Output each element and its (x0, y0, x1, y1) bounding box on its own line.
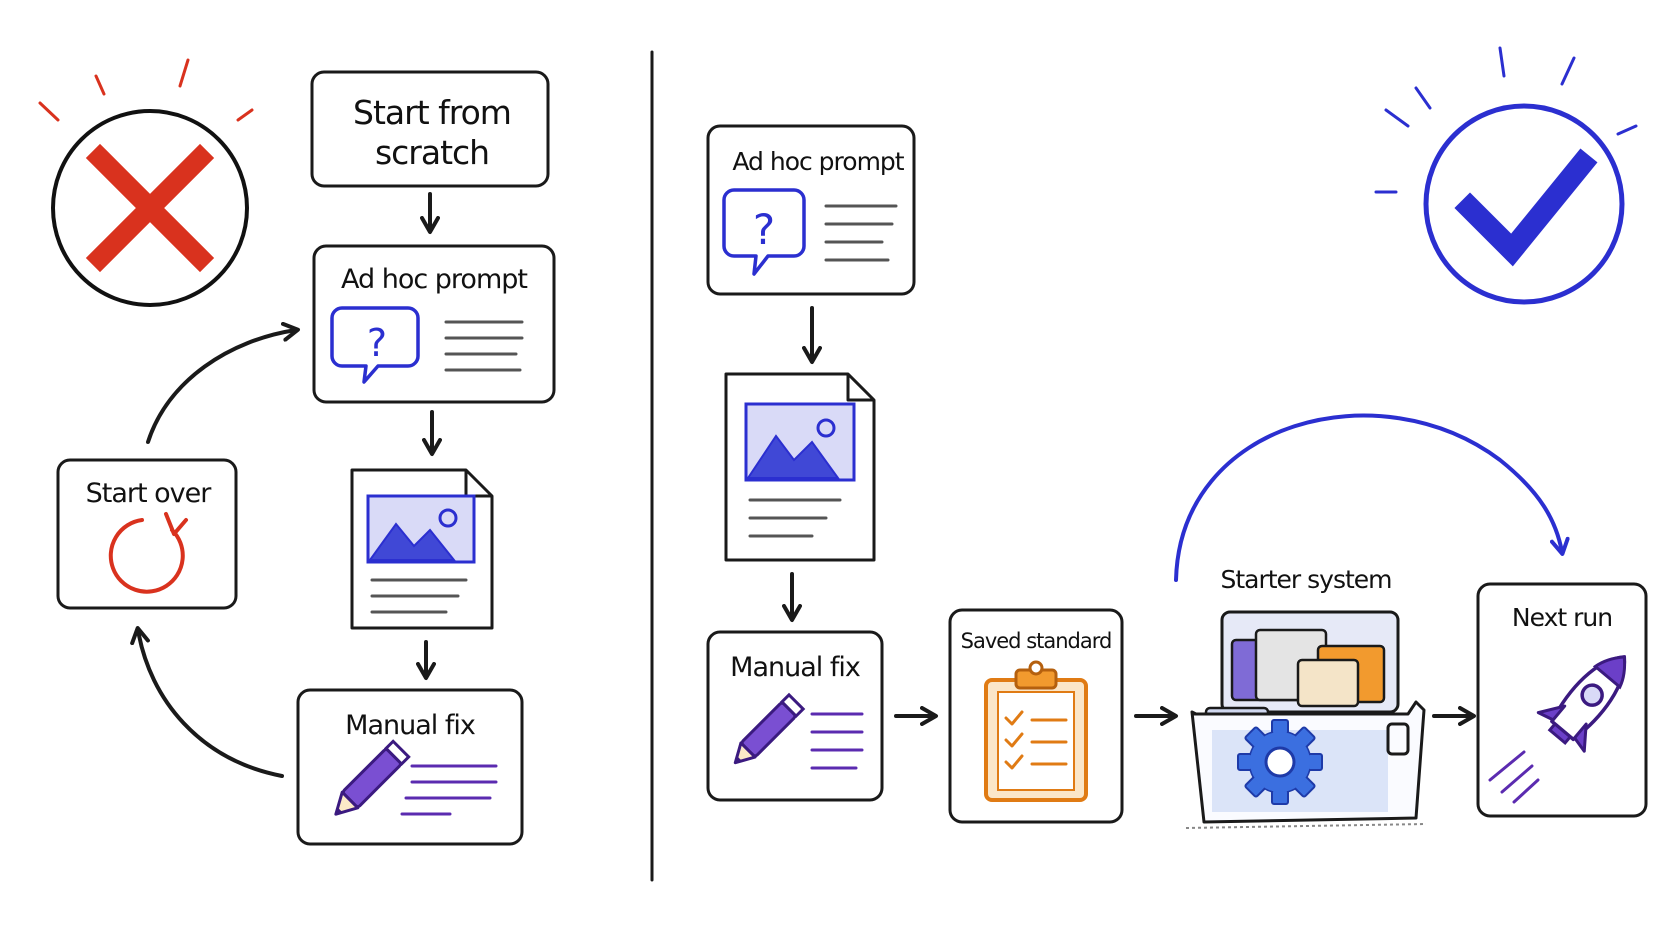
start-from-scratch-label-2: scratch (375, 133, 489, 172)
left-image-document-icon (350, 468, 494, 630)
left-ad-hoc-prompt-label: Ad hoc prompt (341, 264, 527, 295)
right-ad-hoc-prompt-label: Ad hoc prompt (732, 147, 904, 176)
pencil-icon (334, 739, 411, 816)
svg-text:?: ? (753, 205, 775, 254)
question-bubble-icon: ? (722, 188, 806, 276)
reuse-arc-arrow (1174, 413, 1570, 582)
red-x-icon (38, 58, 254, 307)
right-manual-fix-box: Manual fix (706, 630, 884, 802)
start-over-label: Start over (86, 478, 213, 509)
arrow-start-over-to-prompt (146, 321, 300, 444)
right-manual-fix-label: Manual fix (730, 652, 861, 683)
right-image-document-icon (724, 372, 876, 562)
question-bubble-icon: ? (330, 306, 420, 384)
left-manual-fix-label: Manual fix (345, 710, 476, 741)
refresh-icon (108, 512, 188, 594)
left-ad-hoc-prompt-box: Ad hoc prompt ? (312, 244, 556, 404)
arrow-fix-to-start-over (130, 626, 284, 778)
pencil-icon (733, 692, 806, 765)
clipboard-checklist-icon (984, 660, 1088, 802)
start-from-scratch-label-1: Start from (353, 93, 511, 132)
file-box-gear-icon (1185, 610, 1427, 829)
svg-text:?: ? (367, 321, 387, 365)
right-ad-hoc-prompt-box: Ad hoc prompt ? (706, 124, 916, 296)
next-run-label: Next run (1512, 603, 1612, 632)
saved-standard-label: Saved standard (961, 629, 1112, 653)
left-manual-fix-box: Manual fix (296, 688, 524, 846)
start-over-box: Start over (56, 458, 238, 610)
next-run-box: Next run (1476, 582, 1648, 818)
start-from-scratch-box: Start from scratch (310, 70, 550, 188)
rocket-icon (1536, 655, 1627, 753)
saved-standard-box: Saved standard (948, 608, 1124, 824)
starter-system-label: Starter system (1220, 565, 1391, 594)
blue-check-icon (1374, 46, 1638, 305)
